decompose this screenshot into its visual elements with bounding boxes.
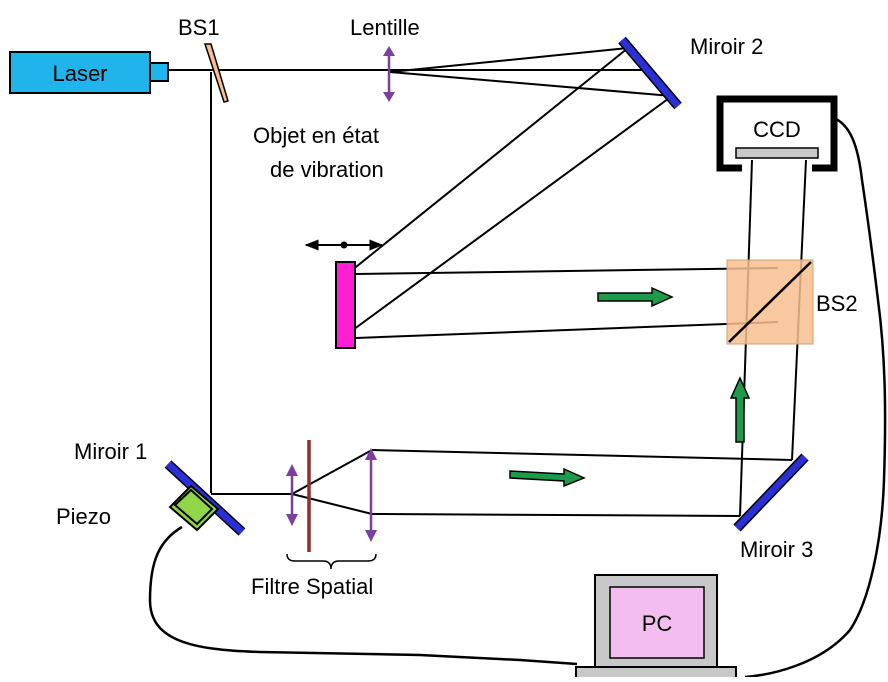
beam-object-to-bs2-bottom (355, 321, 779, 339)
beamsplitter-bs2 (726, 259, 814, 345)
bs2-label: BS2 (816, 291, 858, 316)
beam-paths (168, 47, 807, 517)
ccd-housing (716, 95, 838, 172)
laser-aperture (149, 62, 169, 82)
arrow-reference-beam (509, 467, 586, 488)
filtre-spatial-label: Filtre Spatial (251, 574, 373, 599)
laser: Laser (9, 51, 169, 94)
laser-label: Laser (52, 61, 107, 86)
direction-arrows (509, 286, 751, 488)
pc-screen (609, 586, 705, 659)
beam-focus-upper (291, 449, 373, 495)
beam-object-to-bs2-top (355, 267, 779, 275)
lentille-label: Lentille (350, 15, 420, 40)
piezo-label: Piezo (56, 504, 111, 529)
ccd-label: CCD (753, 117, 801, 142)
miroir1-label: Miroir 1 (74, 439, 147, 464)
filter-lens-2 (365, 448, 377, 542)
beam-collimated-upper (371, 449, 793, 461)
cable-piezo-pc (148, 525, 578, 666)
piezo-actuator (168, 484, 220, 532)
beamsplitter-bs1 (203, 43, 229, 103)
beam-miroir2-lower-spread (389, 71, 673, 97)
beam-focus-lower (291, 493, 373, 515)
cable-ccd-pc (744, 116, 887, 679)
ccd-sensor (735, 147, 819, 159)
objet-label-line1: Objet en état (253, 123, 379, 148)
pc-label: PC (642, 611, 673, 636)
beam-miroir2-upper-spread (389, 47, 629, 73)
beam-miroir2-to-object-top (345, 47, 629, 276)
filtre-spatial-brace (286, 553, 377, 570)
miroir2-label: Miroir 2 (690, 34, 763, 59)
vibrating-object (335, 261, 356, 349)
laser-body (9, 51, 151, 94)
arrow-reference-up (729, 376, 751, 443)
vibration-center-dot (340, 241, 348, 249)
ccd-camera: CCD (716, 95, 838, 172)
beam-collimated-lower (371, 513, 741, 517)
miroir3-label: Miroir 3 (740, 537, 813, 562)
pc-base (575, 666, 737, 680)
objet-label-line2: de vibration (270, 157, 384, 182)
lentille-lens (383, 46, 395, 102)
arrow-object-beam (597, 286, 674, 308)
filter-lens-1 (286, 464, 298, 526)
beam-miroir2-to-object-bottom (345, 95, 673, 336)
bs1-label: BS1 (178, 15, 220, 40)
pc-computer: PC (575, 574, 737, 680)
